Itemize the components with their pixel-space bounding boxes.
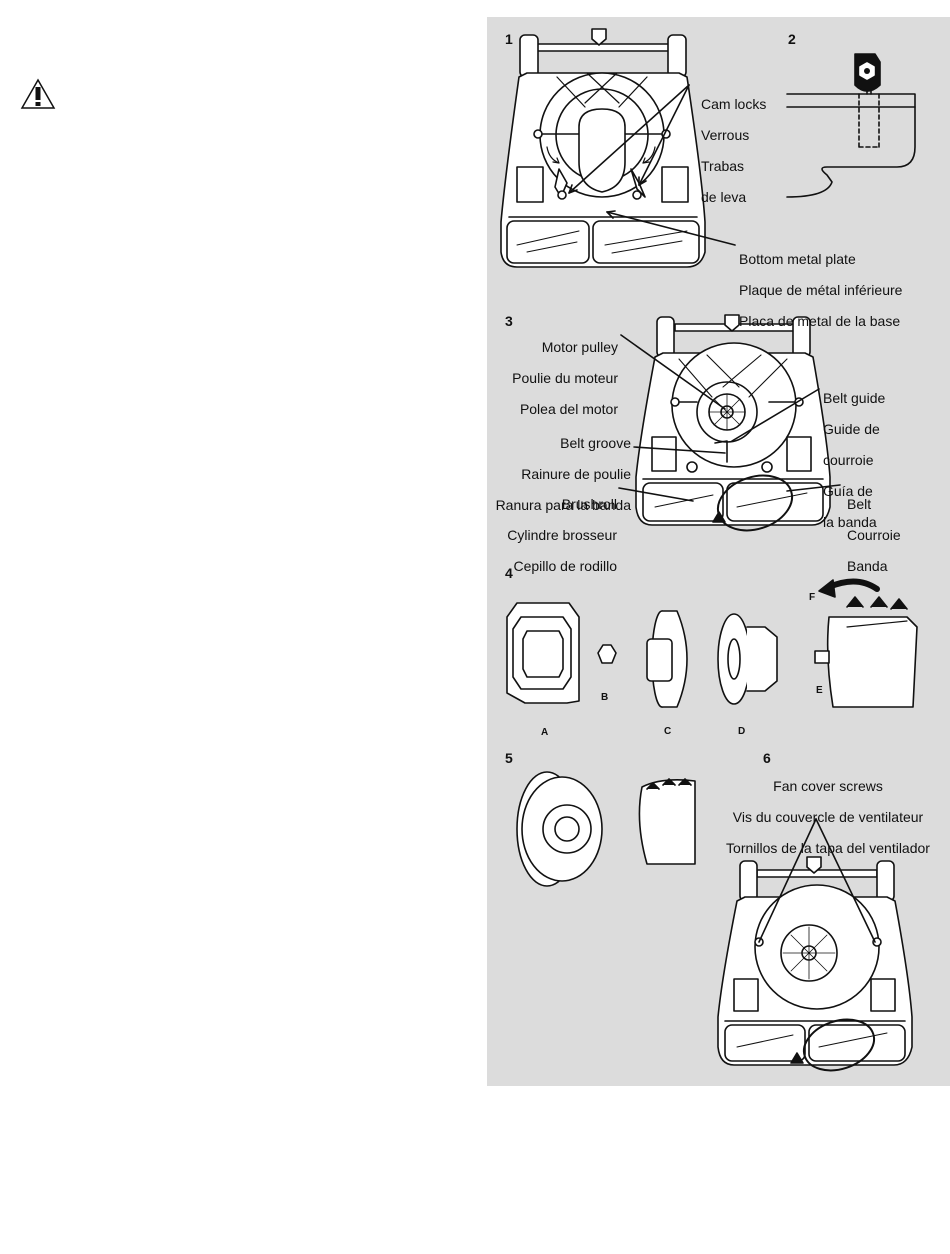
- fan-cover-screws-label: Fan cover screws Vis du couvercle de ven…: [726, 777, 930, 856]
- belt-guide-label: Belt guide Guide de courroie Guía de la …: [823, 389, 886, 530]
- fig3-vacuum-base-drawing: [618, 314, 841, 532]
- fig1-vacuum-base-drawing: [500, 28, 736, 268]
- belt-groove-label: Belt groove Rainure de poulie Ranura par…: [495, 434, 631, 513]
- part-letter-e: E: [816, 685, 823, 696]
- brushroll-label: Brushroll Cylindre brosseur Cepillo de r…: [507, 495, 617, 574]
- fig2-screw-detail-drawing: [786, 53, 916, 198]
- figure-number-3: 3: [505, 313, 513, 329]
- belt-label: Belt Courroie Banda: [847, 495, 901, 574]
- figure-number-6: 6: [763, 750, 771, 766]
- illustration-drawings: [500, 28, 918, 1072]
- part-letter-c: C: [664, 726, 672, 737]
- part-letter-d: D: [738, 726, 746, 737]
- fig5-end-cap-drawing: [516, 771, 696, 887]
- motor-pulley-label: Motor pulley Poulie du moteur Polea del …: [512, 338, 618, 417]
- figure-number-4: 4: [505, 565, 513, 581]
- figure-number-5: 5: [505, 750, 513, 766]
- figure-number-2: 2: [788, 31, 796, 47]
- warning-triangle-icon: [20, 78, 56, 109]
- bottom-metal-plate-label: Bottom metal plate Plaque de métal infér…: [739, 250, 903, 329]
- part-letter-b: B: [601, 692, 609, 703]
- part-letter-f: F: [809, 592, 816, 603]
- fig6-vacuum-base-drawing: [717, 818, 913, 1072]
- illustration-panel: 1 2 3 4 5 6 Cam locks Verrous Trabas de …: [487, 17, 950, 1086]
- cam-locks-label: Cam locks Verrous Trabas de leva: [701, 95, 767, 205]
- part-letter-a: A: [541, 727, 549, 738]
- figure-number-1: 1: [505, 31, 513, 47]
- fig4-brushroll-parts-drawing: [506, 578, 918, 708]
